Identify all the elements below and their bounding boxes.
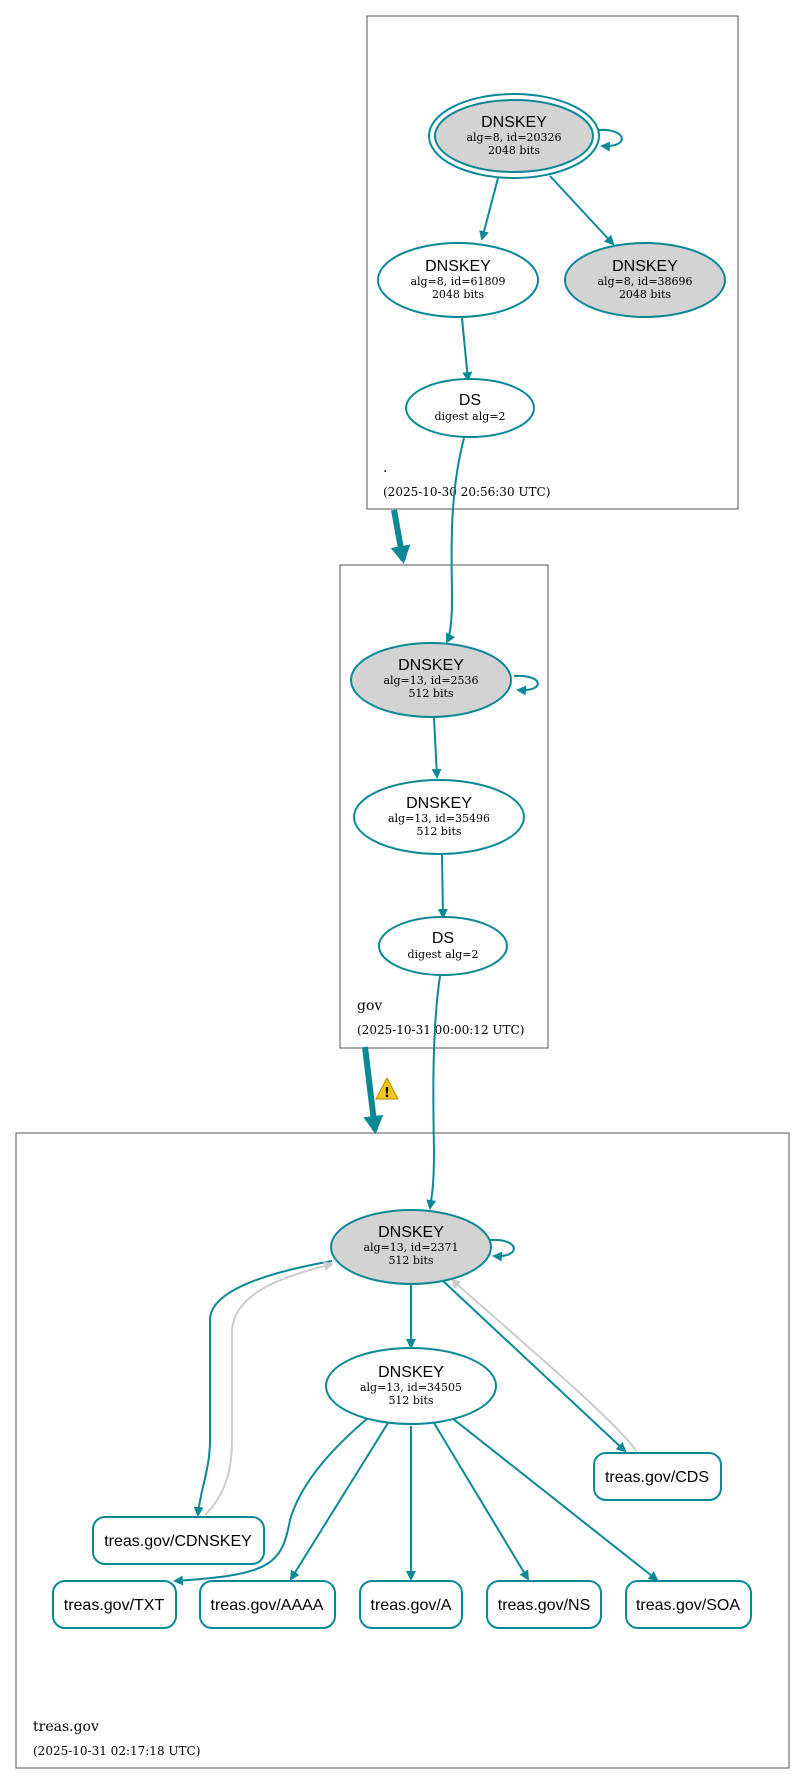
zone-root-name: . [383,460,387,476]
edge-treas-ksk-self [489,1238,515,1262]
zone-treas-name: treas.gov [33,1719,99,1735]
node-gov-ksk-line2: 512 bits [408,687,453,700]
node-treas-ksk-line2: 512 bits [388,1254,433,1267]
node-root-ksk-line1: alg=8, id=20326 [466,131,561,144]
node-root-ds-line1: digest alg=2 [434,410,505,423]
node-root-ksk-line2: 2048 bits [488,144,540,157]
rrset-soa[interactable]: treas.gov/SOA [625,1580,752,1629]
node-root-zsk2-title: DNSKEY [612,258,678,275]
edge-treas-ksk-cdnskey [193,1260,333,1517]
node-root-zsk1-title: DNSKEY [425,258,491,275]
edge-gov-zsk-ds [437,854,448,919]
node-root-zsk1-line1: alg=8, id=61809 [410,275,505,288]
node-gov-ksk-line1: alg=13, id=2536 [383,674,478,687]
edge-root-ds-gov-ksk [446,437,465,644]
warning-icon: ! [375,1076,399,1101]
node-gov-ds[interactable]: DS digest alg=2 [378,916,508,976]
edge-gov-ksk-zsk [431,717,442,779]
rrset-aaaa[interactable]: treas.gov/AAAA [199,1580,336,1629]
node-root-zsk2-line1: alg=8, id=38696 [597,275,692,288]
node-root-zsk2[interactable]: DNSKEY alg=8, id=38696 2048 bits [564,242,726,318]
zone-gov-name: gov [357,998,382,1014]
edge-treas-zsk-aaaa [289,1422,389,1581]
rrset-cds[interactable]: treas.gov/CDS [593,1452,722,1501]
node-treas-ksk-title: DNSKEY [378,1224,444,1241]
rrset-soa-label: treas.gov/SOA [636,1597,740,1614]
edge-treas-zsk-ns [433,1422,530,1581]
node-treas-zsk-line2: 512 bits [388,1394,433,1407]
rrset-aaaa-label: treas.gov/AAAA [211,1597,324,1614]
edge-gov-ds-treas-ksk [426,975,441,1210]
zone-treas-timestamp: (2025-10-31 02:17:18 UTC) [33,1744,200,1758]
node-root-zsk2-line2: 2048 bits [619,288,671,301]
zone-gov-timestamp: (2025-10-31 00:00:12 UTC) [357,1023,524,1037]
node-treas-ksk-line1: alg=13, id=2371 [363,1241,458,1254]
node-treas-ksk[interactable]: DNSKEY alg=13, id=2371 512 bits [330,1209,492,1285]
edge-treas-ksk-cds [441,1279,627,1453]
node-gov-zsk-line2: 512 bits [416,825,461,838]
edge-gov-ksk-self [513,674,539,696]
delegation-arrow-gov-treas [362,1046,384,1134]
svg-text:!: ! [384,1086,390,1101]
edge-treas-zsk-soa [451,1417,659,1582]
node-gov-ds-line1: digest alg=2 [407,948,478,961]
node-gov-zsk-line1: alg=13, id=35496 [388,812,490,825]
node-gov-zsk[interactable]: DNSKEY alg=13, id=35496 512 bits [353,779,525,855]
node-gov-ksk[interactable]: DNSKEY alg=13, id=2536 512 bits [350,642,512,718]
node-root-ksk[interactable]: DNSKEY alg=8, id=20326 2048 bits [428,93,600,179]
node-treas-zsk-line1: alg=13, id=34505 [360,1381,462,1394]
rrset-a-label: treas.gov/A [371,1597,452,1614]
node-gov-ds-title: DS [432,930,454,947]
rrset-ns-label: treas.gov/NS [498,1597,590,1614]
node-root-ds[interactable]: DS digest alg=2 [405,378,535,438]
node-gov-zsk-title: DNSKEY [406,795,472,812]
node-treas-zsk[interactable]: DNSKEY alg=13, id=34505 512 bits [325,1347,497,1425]
node-gov-ksk-title: DNSKEY [398,657,464,674]
edge-root-ksk-zsk1 [479,177,499,241]
edge-cdnskey-treas-ksk [204,1261,334,1516]
node-root-zsk1-line2: 2048 bits [432,288,484,301]
edge-root-zsk1-ds [461,317,473,382]
node-treas-zsk-title: DNSKEY [378,1364,444,1381]
node-root-ksk-title: DNSKEY [481,114,547,131]
rrset-txt-label: treas.gov/TXT [64,1597,165,1614]
node-root-ds-title: DS [459,392,481,409]
node-root-zsk1[interactable]: DNSKEY alg=8, id=61809 2048 bits [377,242,539,318]
delegation-arrow-root-gov [390,509,411,564]
rrset-cdnskey-label: treas.gov/CDNSKEY [104,1533,252,1550]
edge-root-ksk-self [597,128,623,152]
rrset-ns[interactable]: treas.gov/NS [486,1580,602,1629]
rrset-cds-label: treas.gov/CDS [605,1469,709,1486]
zone-root-timestamp: (2025-10-30 20:56:30 UTC) [383,485,550,499]
rrset-cdnskey[interactable]: treas.gov/CDNSKEY [92,1516,265,1565]
edge-root-ksk-zsk2 [549,175,615,246]
edge-treas-zsk-txt [173,1417,369,1586]
rrset-a[interactable]: treas.gov/A [359,1580,463,1629]
edge-cds-treas-ksk [450,1278,637,1452]
rrset-txt[interactable]: treas.gov/TXT [52,1580,177,1629]
